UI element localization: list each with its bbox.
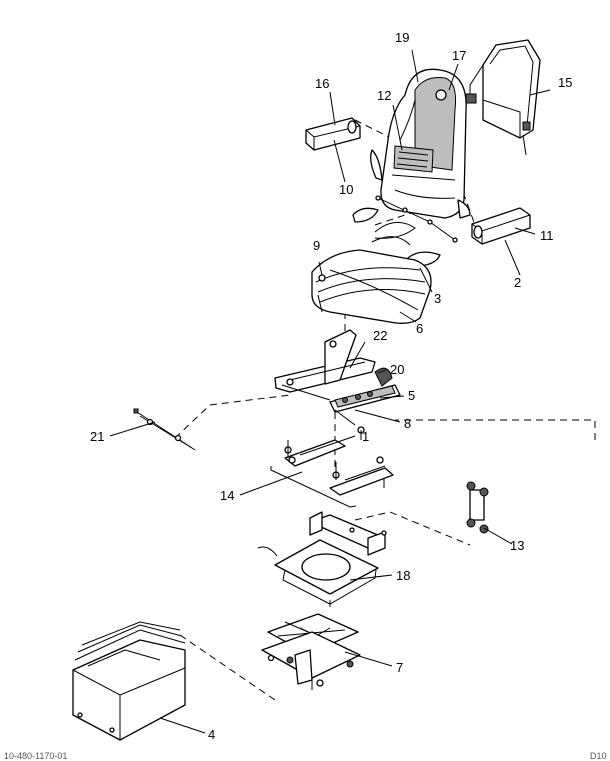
callout-9: 9 (313, 238, 320, 253)
callout-12: 12 (377, 88, 391, 103)
callout-2: 2 (514, 275, 521, 290)
part-6-seat-cushion (311, 249, 432, 324)
swivel-bracket (309, 511, 387, 556)
callout-4: 4 (208, 727, 215, 742)
callout-labels: 19 17 15 16 12 10 11 9 2 3 6 22 20 5 8 1… (90, 30, 572, 742)
callout-1: 1 (362, 429, 369, 444)
figure-number: 10-480-1170-01 (4, 751, 67, 761)
part-14-mounting-brackets (270, 426, 394, 508)
callout-21: 21 (90, 429, 104, 444)
part-21-cable (133, 408, 196, 451)
callout-3: 3 (434, 291, 441, 306)
part-11-right-armrest (471, 207, 531, 245)
leader-lines (109, 49, 551, 734)
callout-6: 6 (416, 321, 423, 336)
callout-22: 22 (373, 328, 387, 343)
assembly-dash-lines (174, 119, 596, 701)
callout-7: 7 (396, 660, 403, 675)
callout-10: 10 (339, 182, 353, 197)
callout-20: 20 (390, 362, 404, 377)
part-22-slide-rails (274, 329, 401, 413)
callout-5: 5 (408, 388, 415, 403)
callout-14: 14 (220, 488, 234, 503)
callout-15: 15 (558, 75, 572, 90)
part-13-shock-absorber (466, 481, 489, 534)
backrest-hardware (352, 195, 458, 267)
callout-19: 19 (395, 30, 409, 45)
callout-11: 11 (540, 228, 554, 243)
callout-17: 17 (452, 48, 466, 63)
part-4-base-shroud (72, 621, 186, 741)
callout-16: 16 (315, 76, 329, 91)
part-18-swivel-plate (257, 539, 379, 605)
part-19-backrest (370, 68, 471, 219)
part-12-lumbar-support (393, 145, 434, 173)
callout-8: 8 (404, 416, 411, 431)
page-ref: D10 (590, 751, 607, 761)
part-16-left-armrest (305, 117, 361, 151)
callout-18: 18 (396, 568, 410, 583)
part-7-scissor-suspension (261, 613, 361, 690)
part-15-seat-back-frame (465, 39, 541, 156)
callout-13: 13 (510, 538, 524, 553)
